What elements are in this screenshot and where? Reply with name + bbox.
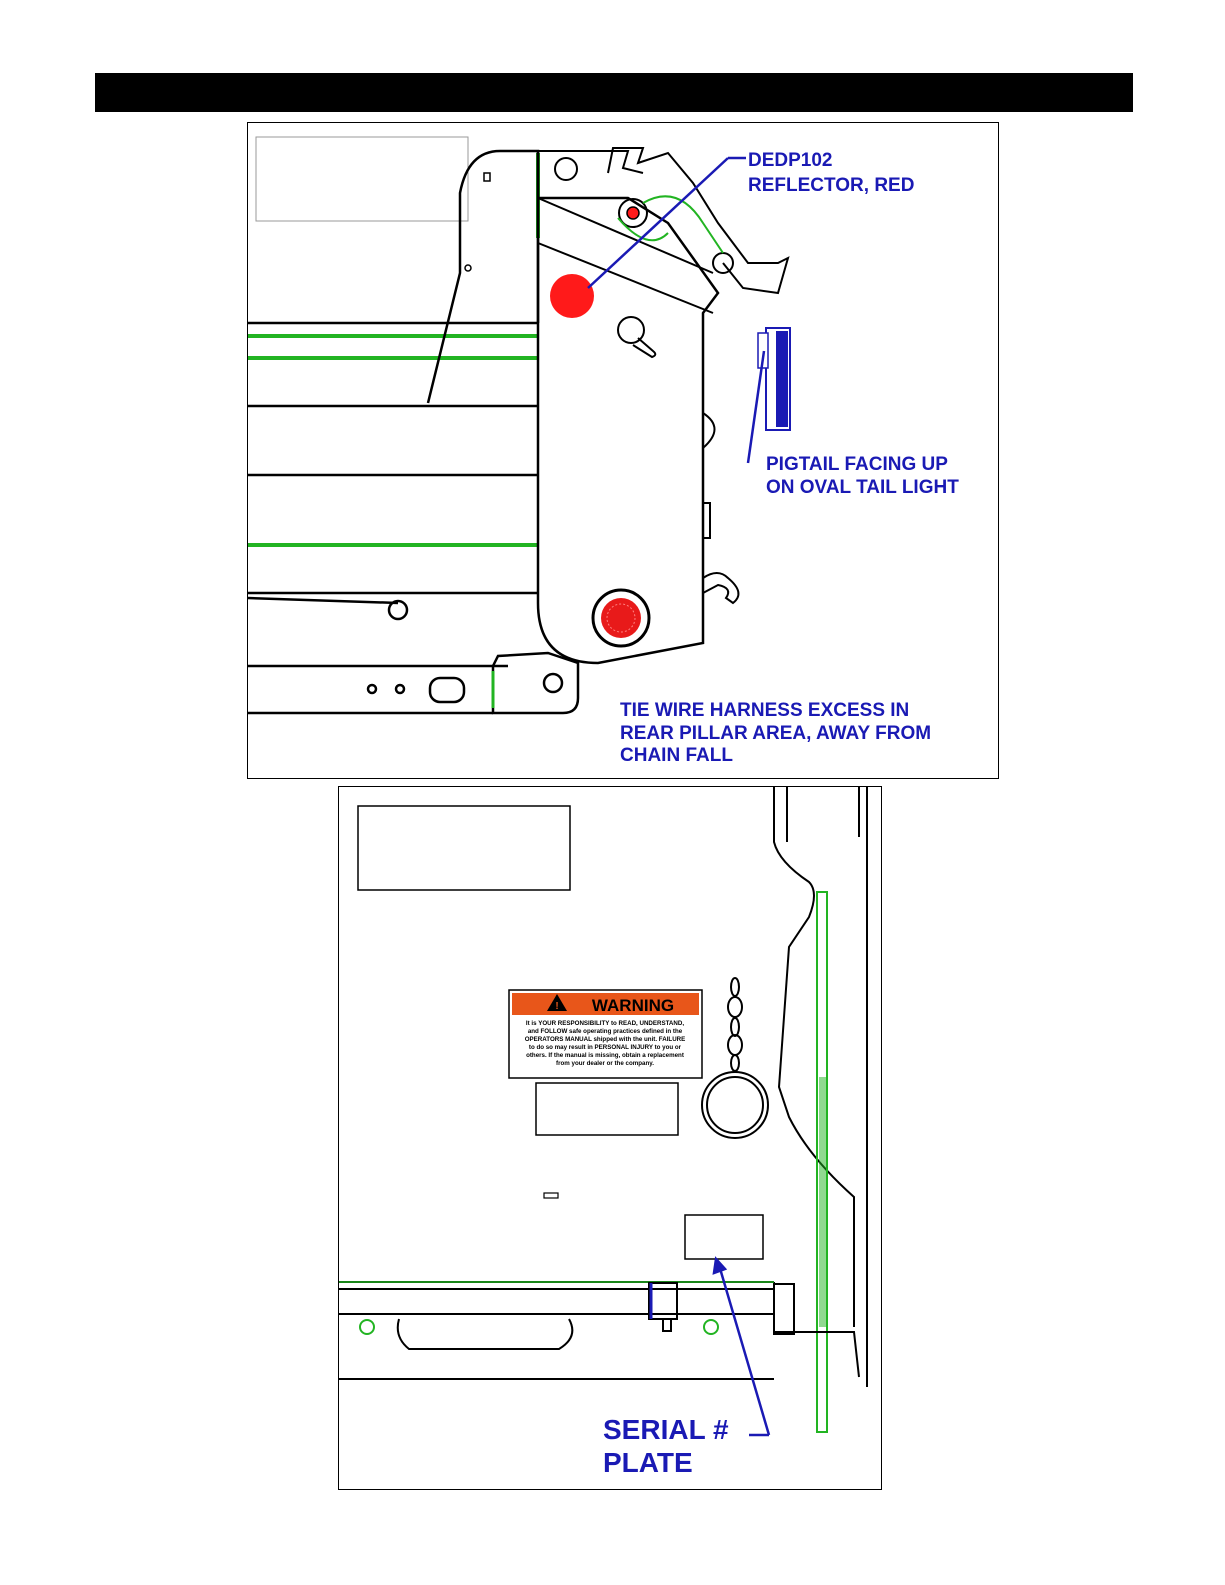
- serial-plate-diagram: ! WARNING It is YOUR RESPONSIBILITY to R…: [338, 786, 882, 1490]
- latch-mechanism: [607, 147, 790, 295]
- callout-harness-line1: TIE WIRE HARNESS EXCESS IN: [620, 700, 909, 721]
- callout-pigtail-line2: ON OVAL TAIL LIGHT: [766, 477, 959, 498]
- warning-triangle-icon: [547, 994, 567, 1011]
- svg-text:!: !: [555, 1001, 558, 1012]
- warning-line-2: and FOLLOW safe operating practices defi…: [528, 1028, 683, 1035]
- rear-pillar-body: [536, 151, 720, 665]
- oval-tail-light: [757, 327, 791, 431]
- warning-label: ! WARNING It is YOUR RESPONSIBILITY to R…: [508, 989, 703, 1079]
- callout-leaders: [587, 156, 766, 464]
- rear-pillar-drawing: DEDP102 REFLECTOR, RED PIGTAIL FACING UP…: [248, 136, 959, 766]
- frame-rails: [248, 321, 538, 715]
- callout-reflector-line1: DEDP102: [748, 150, 833, 171]
- bottom-frame-rail: [339, 1281, 860, 1380]
- warning-heading: WARNING: [592, 996, 674, 1015]
- callout-pigtail: PIGTAIL FACING UP ON OVAL TAIL LIGHT: [766, 454, 959, 498]
- small-slot: [543, 1192, 559, 1199]
- callout-harness: TIE WIRE HARNESS EXCESS IN REAR PILLAR A…: [620, 700, 931, 766]
- blank-label-box: [255, 136, 469, 222]
- callout-reflector: DEDP102 REFLECTOR, RED: [748, 150, 914, 196]
- pin-hole: [554, 157, 578, 181]
- callout-harness-line3: CHAIN FALL: [620, 745, 733, 766]
- pillar-notch: [702, 412, 716, 449]
- red-reflector: [550, 274, 594, 318]
- blank-label-box-2: [535, 1082, 679, 1136]
- callout-serial-line2: PLATE: [603, 1447, 693, 1478]
- left-bracket: [426, 149, 540, 404]
- callout-pigtail-line1: PIGTAIL FACING UP: [766, 454, 948, 475]
- serial-callout-leader: [712, 1256, 771, 1437]
- warning-line-3: OPERATORS MANUAL shipped with the unit. …: [525, 1036, 686, 1043]
- rear-pillar-diagram: DEDP102 REFLECTOR, RED PIGTAIL FACING UP…: [247, 122, 999, 779]
- warning-line-4: to do so may result in PERSONAL INJURY t…: [529, 1044, 682, 1051]
- warning-line-5: others. If the manual is missing, obtain…: [526, 1052, 684, 1059]
- serial-plate-drawing: ! WARNING It is YOUR RESPONSIBILITY to R…: [339, 787, 868, 1478]
- serial-plate: [684, 1214, 764, 1260]
- pillar-green-strip: [816, 891, 828, 1433]
- blank-label-box: [357, 805, 571, 891]
- callout-serial-line1: SERIAL #: [603, 1414, 729, 1445]
- callout-reflector-line2: REFLECTOR, RED: [748, 175, 914, 196]
- clamp: [648, 1282, 678, 1332]
- callout-harness-line2: REAR PILLAR AREA, AWAY FROM: [620, 723, 931, 744]
- round-tail-light: [591, 588, 651, 648]
- lower-hook: [702, 572, 740, 605]
- bottom-bracket: [248, 596, 580, 715]
- warning-line-1: It is YOUR RESPONSIBILITY to READ, UNDER…: [526, 1020, 684, 1027]
- page-title-bar: [95, 73, 1133, 112]
- chain-with-ring: [701, 977, 769, 1139]
- warning-line-6: from your dealer or the company.: [556, 1060, 654, 1067]
- keyhole-slot: [617, 316, 657, 359]
